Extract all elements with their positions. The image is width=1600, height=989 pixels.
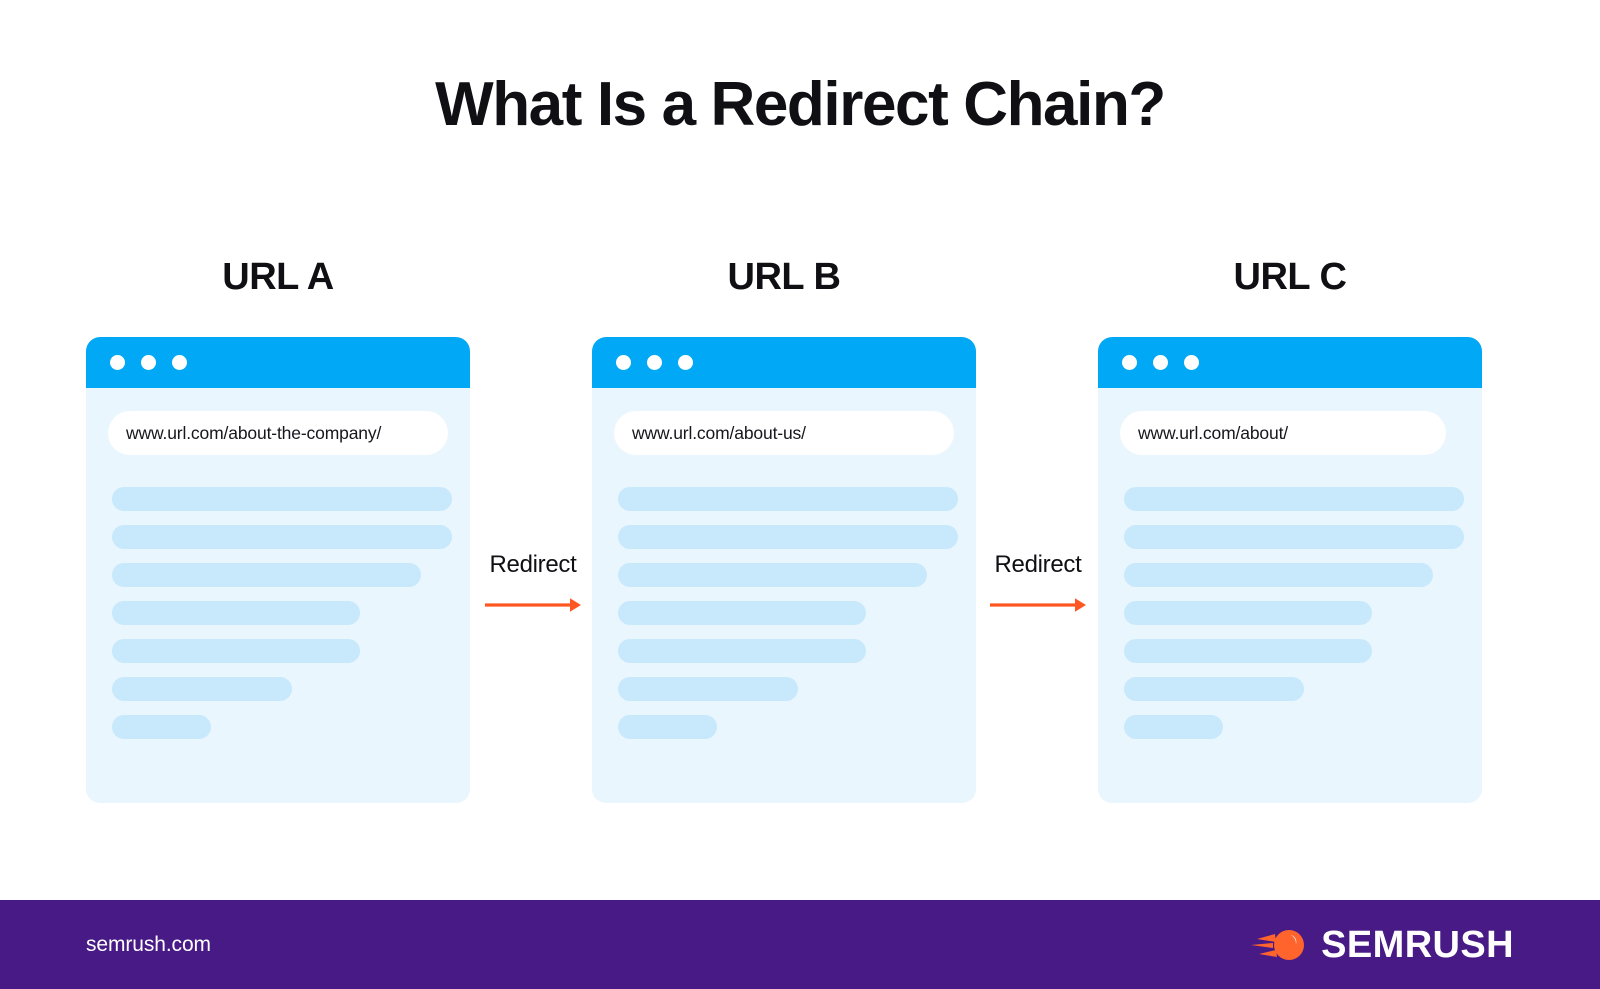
window-dot-icon: [141, 355, 156, 370]
skeleton-line: [1124, 715, 1223, 739]
semrush-logo: SEMRUSH: [1251, 925, 1514, 965]
redirect-label: Redirect: [489, 551, 577, 578]
window-dot-icon: [1153, 355, 1168, 370]
footer-bar: semrush.com SEMRUSH: [0, 900, 1600, 989]
skeleton-line: [1124, 639, 1373, 663]
address-bar-text-b: www.url.com/about-us/: [632, 422, 806, 443]
url-card-b: URL B www.url.com/about-us/: [592, 258, 976, 803]
address-bar-b[interactable]: www.url.com/about-us/: [614, 411, 954, 455]
window-dot-icon: [678, 355, 693, 370]
semrush-wordmark: SEMRUSH: [1321, 923, 1514, 966]
skeleton-line: [1124, 563, 1434, 587]
skeleton-line: [618, 563, 928, 587]
arrow-right-icon: [485, 598, 581, 612]
arrow-right-icon: [990, 598, 1086, 612]
skeleton-line: [1124, 677, 1305, 701]
window-dot-icon: [1184, 355, 1199, 370]
browser-titlebar-a: [86, 337, 470, 388]
skeleton-line: [112, 487, 452, 511]
window-dot-icon: [110, 355, 125, 370]
skeleton-line: [618, 601, 867, 625]
card-heading-a: URL A: [222, 256, 334, 298]
browser-window-a: www.url.com/about-the-company/: [86, 337, 470, 803]
skeleton-line: [112, 639, 361, 663]
browser-window-b: www.url.com/about-us/: [592, 337, 976, 803]
card-heading-c: URL C: [1233, 256, 1347, 298]
redirect-connector-2: Redirect: [973, 553, 1103, 615]
address-bar-c[interactable]: www.url.com/about/: [1120, 411, 1446, 455]
browser-window-c: www.url.com/about/: [1098, 337, 1482, 803]
window-dot-icon: [172, 355, 187, 370]
skeleton-line: [1124, 487, 1464, 511]
skeleton-line: [618, 525, 958, 549]
footer-site-label: semrush.com: [86, 932, 211, 956]
card-heading-b: URL B: [727, 256, 841, 298]
skeleton-line: [618, 639, 867, 663]
window-dot-icon: [616, 355, 631, 370]
address-bar-text-a: www.url.com/about-the-company/: [126, 422, 382, 443]
browser-titlebar-c: [1098, 337, 1482, 388]
skeleton-line: [112, 525, 452, 549]
skeleton-line: [1124, 601, 1373, 625]
skeleton-line: [1124, 525, 1464, 549]
content-placeholder-a: [112, 487, 452, 753]
browser-titlebar-b: [592, 337, 976, 388]
skeleton-line: [618, 487, 958, 511]
window-dot-icon: [647, 355, 662, 370]
skeleton-line: [112, 563, 422, 587]
url-card-c: URL C www.url.com/about/: [1098, 258, 1482, 803]
skeleton-line: [618, 715, 717, 739]
skeleton-line: [618, 677, 799, 701]
redirect-chain-diagram: URL A www.url.com/about-the-company/: [0, 258, 1600, 818]
redirect-connector-1: Redirect: [468, 553, 598, 615]
skeleton-line: [112, 715, 211, 739]
skeleton-line: [112, 601, 361, 625]
content-placeholder-c: [1124, 487, 1464, 753]
address-bar-text-c: www.url.com/about/: [1138, 422, 1288, 443]
content-placeholder-b: [618, 487, 958, 753]
window-dot-icon: [1122, 355, 1137, 370]
redirect-label: Redirect: [994, 551, 1082, 578]
address-bar-a[interactable]: www.url.com/about-the-company/: [108, 411, 448, 455]
page-title: What Is a Redirect Chain?: [435, 70, 1166, 139]
skeleton-line: [112, 677, 293, 701]
semrush-comet-icon: [1251, 929, 1305, 960]
url-card-a: URL A www.url.com/about-the-company/: [86, 258, 470, 803]
